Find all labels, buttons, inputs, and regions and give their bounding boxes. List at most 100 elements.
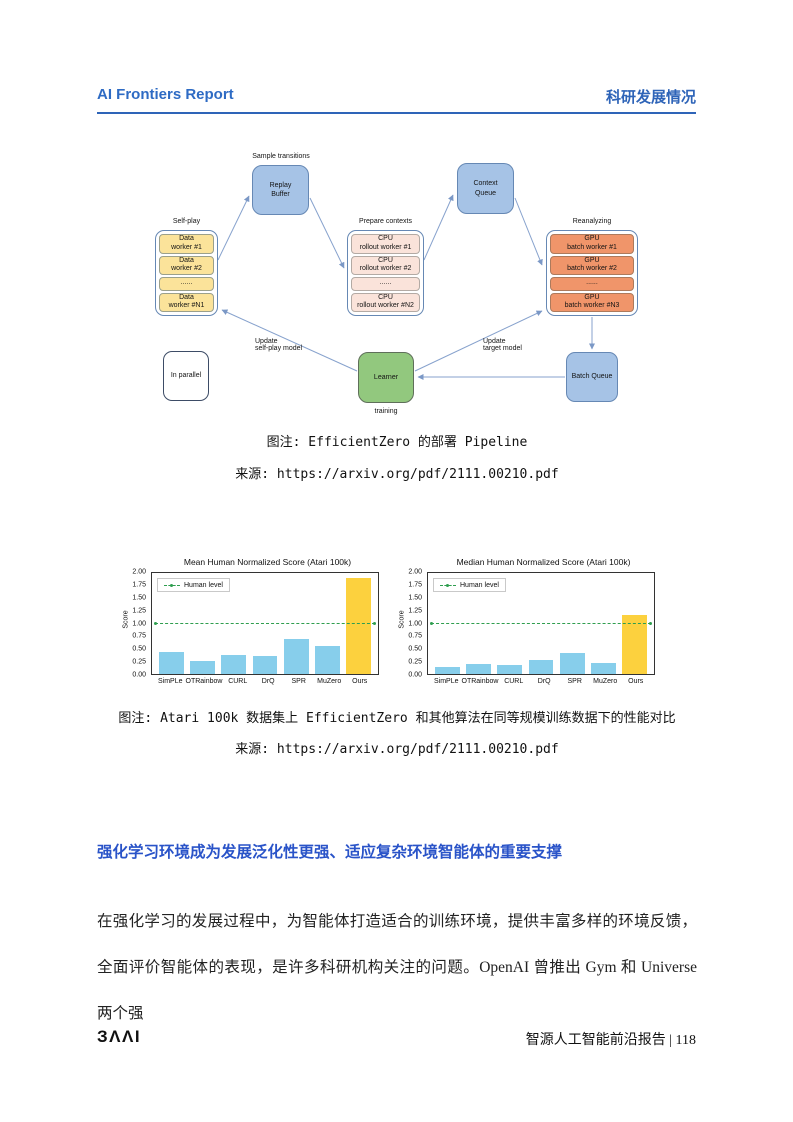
data-worker-1: Data worker #1 [159, 234, 214, 254]
bar-slot [343, 573, 374, 674]
plot-area: Human level [151, 572, 379, 675]
self-play-label: Self-play [172, 218, 201, 225]
bar-slot [187, 573, 218, 674]
bar-slot [432, 573, 463, 674]
bar-slot [281, 573, 312, 674]
bar-slot [312, 573, 343, 674]
y-tick-label: 1.25 [408, 607, 422, 615]
section-name: 科研发展情况 [605, 90, 696, 106]
y-tick-label: 2.00 [408, 568, 422, 576]
prepare-contexts-group: CPU rollout worker #1 CPU rollout worker… [347, 230, 424, 316]
figure2-source: 来源: https://arxiv.org/pdf/2111.00210.pdf [235, 742, 559, 757]
y-tick-label: 0.25 [408, 658, 422, 666]
x-tick-label: Ours [352, 678, 368, 685]
bar-drq [528, 660, 554, 674]
x-tick-label: DrQ [261, 678, 275, 685]
x-tick-label: OTRainbow [185, 678, 223, 685]
bar-curl [497, 665, 523, 674]
bars [152, 573, 378, 674]
x-tick-label: SimPLe [433, 678, 459, 685]
legend: Human level [157, 578, 230, 592]
x-tick-label: SPR [567, 678, 582, 685]
x-tick-label: OTRainbow [461, 678, 499, 685]
data-worker-n1: Data worker #N1 [159, 292, 214, 312]
gpu-worker-n3: GPU batch worker #N3 [550, 292, 634, 312]
chart-title: Mean Human Normalized Score (Atari 100k) [183, 557, 352, 567]
baai-logo: ЗΛΛΙ [97, 1027, 142, 1046]
bar-curl [221, 654, 247, 674]
cpu-worker-2: CPU rollout worker #2 [351, 255, 420, 275]
y-tick-label: 0.50 [408, 645, 422, 653]
y-tick-label: 0.75 [132, 632, 146, 640]
y-tick-label: 0.50 [132, 645, 146, 653]
gpu-worker-2: GPU batch worker #2 [550, 255, 634, 275]
bar-slot [463, 573, 494, 674]
bar-muzero [590, 662, 616, 674]
gpu-worker-1: GPU batch worker #1 [550, 234, 634, 254]
x-tick-label: MuZero [593, 678, 618, 685]
bar-slot [588, 573, 619, 674]
training-label: training [374, 408, 398, 415]
cpu-worker-ellipsis: ...... [351, 277, 420, 291]
chart-title: Median Human Normalized Score (Atari 100… [456, 557, 631, 567]
reanalyzing-label: Reanalyzing [572, 218, 612, 225]
context-queue-node: Context Queue [457, 163, 514, 214]
x-tick-label: DrQ [537, 678, 551, 685]
y-tick-label: 1.00 [408, 620, 422, 627]
body-paragraph: 在强化学习的发展过程中，为智能体打造适合的训练环境，提供丰富多样的环境反馈，全面… [97, 913, 697, 1022]
self-play-group: Data worker #1 Data worker #2 ...... Dat… [155, 230, 218, 316]
prepare-contexts-label: Prepare contexts [359, 218, 412, 225]
legend-label: Human level [460, 581, 499, 589]
y-tick-label: 1.50 [408, 594, 422, 602]
footer-separator: | [669, 1033, 673, 1048]
bar-drq [252, 655, 278, 674]
legend-line-sample [440, 583, 456, 587]
legend-line-sample [164, 583, 180, 587]
y-tick-label: 1.00 [132, 620, 146, 627]
bars [428, 573, 654, 674]
x-tick-label: SPR [291, 678, 306, 685]
figure2-caption: 图注: Atari 100k 数据集上 EfficientZero 和其他算法在… [118, 711, 676, 726]
plot-area: Human level [427, 572, 655, 675]
cpu-worker-n2: CPU rollout worker #N2 [351, 292, 420, 312]
human-level-line [154, 621, 376, 625]
pipeline-diagram: Sample transitions Replay Buffer Context… [97, 150, 697, 430]
update-self-play-label: Update self-play model [255, 338, 303, 352]
bar-muzero [314, 645, 340, 674]
chart-median-human-normalized-score: Median Human Normalized Score (Atari 100… [399, 557, 660, 685]
footer-page-info: 智源人工智能前沿报告 | 118 [526, 1029, 696, 1049]
bar-slot [619, 573, 650, 674]
bar-ours [621, 615, 647, 674]
batch-queue-node: Batch Queue [566, 352, 618, 402]
reanalyzing-group: GPU batch worker #1 GPU batch worker #2 … [546, 230, 638, 316]
chart-mean-human-normalized-score: Mean Human Normalized Score (Atari 100k)… [123, 557, 384, 685]
page-header: AI Frontiers Report 科研发展情况 [97, 86, 696, 114]
y-tick-label: 0.00 [408, 671, 422, 679]
y-tick-label: 0.00 [132, 671, 146, 679]
bar-slot [557, 573, 588, 674]
bar-slot [525, 573, 556, 674]
x-tick-label: MuZero [317, 678, 342, 685]
gpu-worker-ellipsis: ...... [550, 277, 634, 291]
bar-otrainbow [190, 660, 216, 674]
report-title: AI Frontiers Report [97, 86, 234, 103]
in-parallel-node: In parallel [163, 351, 209, 401]
human-level-line [430, 621, 652, 625]
learner-node: Learner [358, 352, 414, 403]
sample-transitions-label: Sample transitions [252, 153, 310, 160]
bar-spr [559, 653, 585, 674]
footer-page-number: 118 [675, 1033, 696, 1048]
data-worker-ellipsis: ...... [159, 277, 214, 291]
x-tick-label: CURL [504, 678, 524, 685]
bar-otrainbow [466, 663, 492, 674]
bar-spr [283, 638, 309, 674]
figure1-caption: 图注: EfficientZero 的部署 Pipeline [266, 435, 528, 450]
y-tick-label: 1.75 [132, 581, 146, 589]
legend: Human level [433, 578, 506, 592]
